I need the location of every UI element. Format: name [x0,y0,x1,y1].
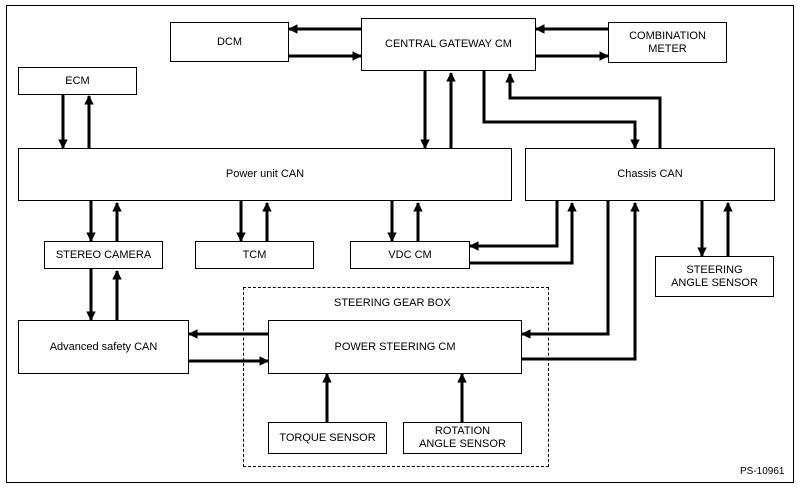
arrow-chassis-to-gateway [505,73,662,148]
arrow-chassis-to-pscm [521,201,610,339]
diagram-frame [6,5,794,483]
arrow-gateway-to-chassis [482,71,640,149]
figure-id: PS-10961 [740,466,785,477]
dcm-box: DCM [170,22,289,62]
steering-gear-box-outline [243,287,549,467]
stereo-camera-box: STEREO CAMERA [44,241,163,269]
steering-angle-sensor-box: STEERING ANGLE SENSOR [655,256,774,297]
ecm-box: ECM [18,67,137,95]
chassis-can-box: Chassis CAN [525,148,775,201]
steering-gear-box-label: STEERING GEAR BOX [334,297,451,309]
arrow-chassis-to-vdc [469,201,559,251]
central-gateway-box: CENTRAL GATEWAY CM [361,18,536,71]
arrow-vdc-to-chassis [470,202,577,265]
arrow-pscm-to-chassis [522,202,640,361]
vdc-cm-box: VDC CM [350,241,470,269]
advanced-safety-can-box: Advanced safety CAN [18,320,189,374]
combination-meter-box: COMBINATION METER [608,22,727,63]
rotation-angle-sensor-box: ROTATION ANGLE SENSOR [403,422,522,454]
tcm-box: TCM [195,241,314,269]
power-steering-cm-box: POWER STEERING CM [268,320,522,374]
powerunit-can-box: Power unit CAN [18,148,512,201]
torque-sensor-box: TORQUE SENSOR [268,422,387,454]
